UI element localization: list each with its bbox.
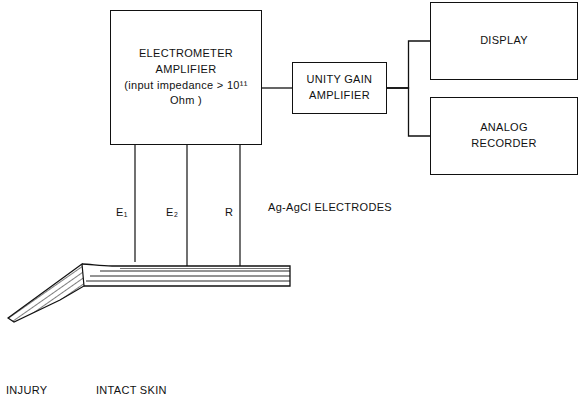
signal-line bbox=[387, 88, 430, 136]
electrode-label: E₁ bbox=[116, 206, 128, 218]
signal-line bbox=[262, 87, 292, 88]
electrode-label: E₂ bbox=[166, 206, 178, 218]
skin-layer bbox=[90, 276, 290, 277]
region-label: INJURY bbox=[6, 384, 47, 396]
electrode-wire bbox=[134, 145, 135, 262]
skin-outline bbox=[82, 264, 290, 286]
amplifier-box: ELECTROMETER AMPLIFIER(input impedance >… bbox=[110, 10, 262, 145]
box-text: ANALOG RECORDER bbox=[469, 120, 539, 152]
region-label: INTACT SKIN bbox=[96, 384, 167, 396]
box-text: (input impedance > 10¹¹ Ohm ) bbox=[121, 78, 251, 110]
box-text: ELECTROMETER AMPLIFIER bbox=[121, 46, 251, 78]
box-text: DISPLAY bbox=[480, 33, 528, 49]
output-box: ANALOG RECORDER bbox=[430, 97, 578, 175]
skin-layer bbox=[100, 271, 290, 272]
injury-wedge bbox=[8, 264, 84, 322]
amplifier-box: UNITY GAIN AMPLIFIER bbox=[292, 62, 387, 114]
box-text: UNITY GAIN AMPLIFIER bbox=[300, 72, 380, 104]
output-box: DISPLAY bbox=[430, 2, 578, 80]
electrode-wire bbox=[239, 145, 240, 266]
signal-line bbox=[387, 41, 430, 88]
electrode-label: R bbox=[225, 206, 233, 218]
electrode-wire bbox=[186, 145, 187, 266]
electrode-type-label: Ag-AgCl ELECTRODES bbox=[268, 201, 392, 213]
skin-layer bbox=[86, 281, 290, 282]
skin-layer bbox=[120, 268, 290, 269]
